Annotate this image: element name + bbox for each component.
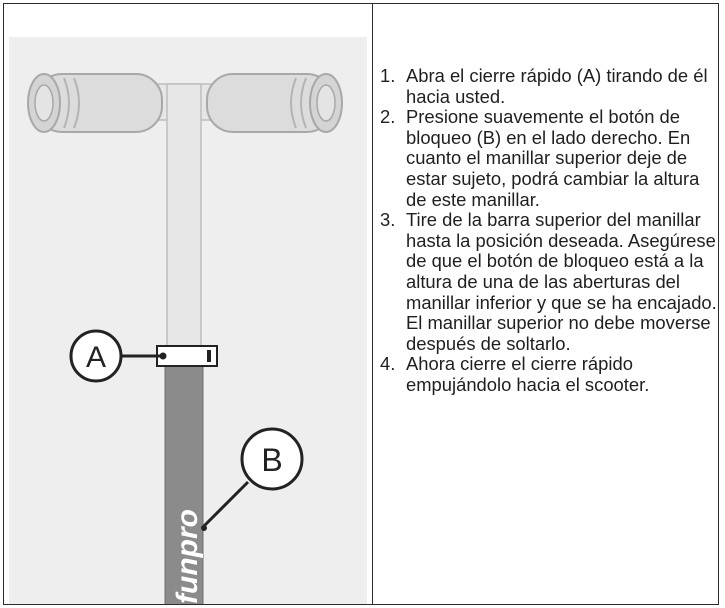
quick-release-clamp (156, 345, 218, 367)
right-grip (206, 73, 343, 133)
brand-logo: funpro (171, 509, 204, 604)
column-divider (372, 4, 373, 604)
step-number: 3. (380, 209, 396, 231)
upper-handlebar-tube (166, 83, 202, 349)
callout-b: B (201, 427, 304, 531)
callout-a-label: A (86, 341, 106, 374)
step-text: Presione suavemente el botón de bloqueo … (406, 106, 700, 210)
step-item: 3. Tire de la barra superior del manilla… (380, 209, 718, 354)
step-number: 1. (380, 65, 396, 86)
callout-b-label: B (261, 442, 282, 478)
step-text: Tire de la barra superior del manillar h… (406, 209, 717, 354)
step-text: Abra el cierre rápido (A) tirando de él … (406, 65, 708, 107)
step-item: 4. Ahora cierre el cierre rápido empuján… (380, 354, 718, 395)
step-number: 4. (380, 353, 396, 375)
left-grip (27, 73, 163, 133)
instruction-panel: A B funpro 1. Abra el cierre rápido (A) … (3, 3, 719, 605)
step-text: Ahora cierre el cierre rápido empujándol… (406, 353, 650, 395)
handlebar-diagram: A B funpro (9, 37, 367, 604)
step-item: 2. Presione suavemente el botón de bloqu… (380, 106, 718, 210)
instruction-steps: 1. Abra el cierre rápido (A) tirando de … (380, 65, 718, 396)
step-item: 1. Abra el cierre rápido (A) tirando de … (380, 65, 718, 107)
callout-a: A (69, 329, 160, 383)
lower-handlebar-tube (164, 349, 204, 604)
scooter-handlebar-illustration: A B funpro (4, 4, 372, 604)
step-number: 2. (380, 106, 396, 128)
